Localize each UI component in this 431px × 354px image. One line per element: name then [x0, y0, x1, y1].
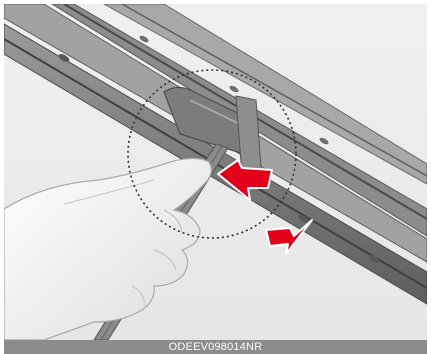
figure-code-bar: ODEEV098014NR — [4, 340, 427, 354]
illustration-frame — [4, 4, 427, 340]
wiper-illustration — [4, 4, 427, 340]
figure-code: ODEEV098014NR — [169, 340, 263, 354]
